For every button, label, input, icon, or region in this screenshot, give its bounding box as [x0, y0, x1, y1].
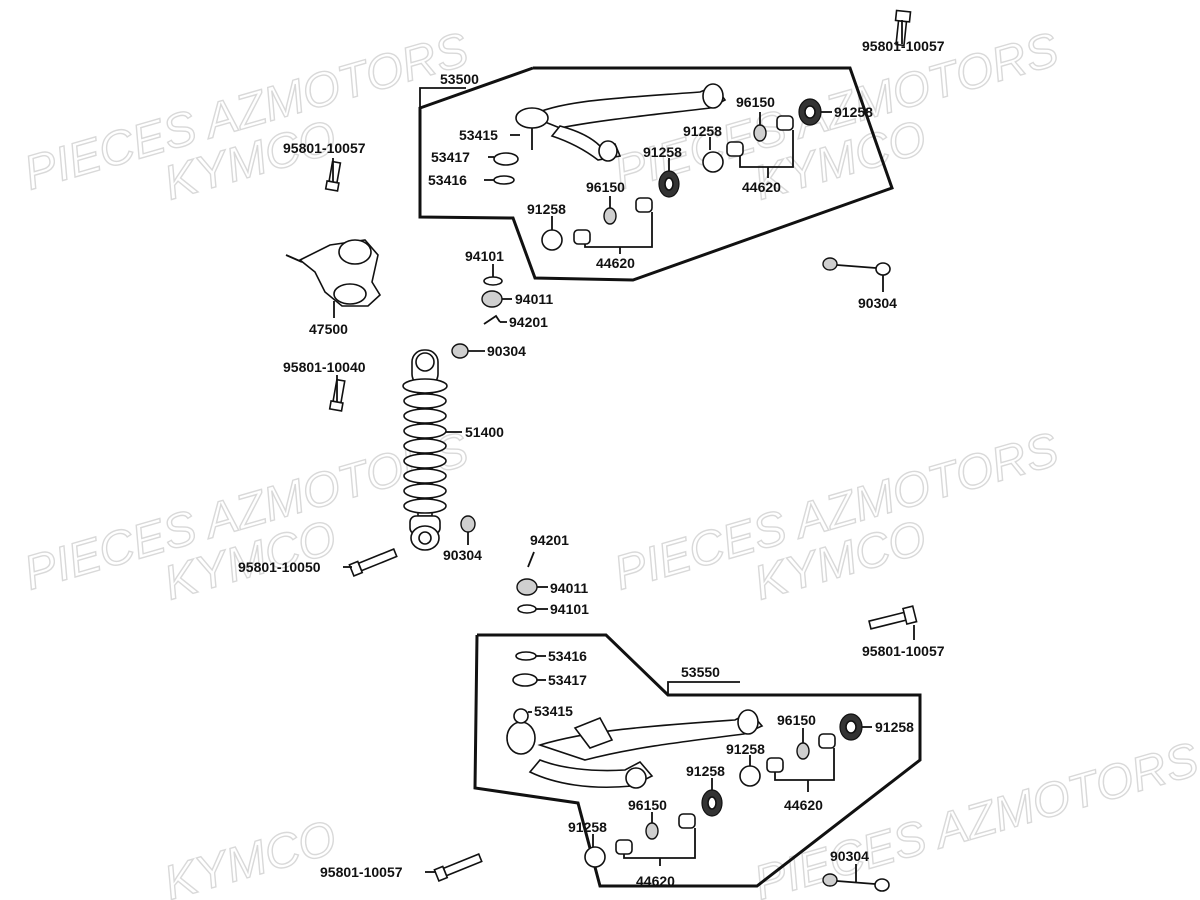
nut-icon	[875, 262, 891, 276]
label-94011: 94011	[550, 580, 588, 596]
castle-nut-icon	[516, 578, 538, 596]
label-91258: 91258	[527, 201, 566, 217]
label-51400: 51400	[465, 424, 504, 440]
washer-icon	[702, 151, 724, 173]
label-91258: 91258	[686, 763, 725, 779]
label-91258: 91258	[568, 819, 607, 835]
leader-line	[836, 880, 876, 885]
label-91258: 91258	[683, 123, 722, 139]
leader-line	[836, 264, 877, 269]
lower-arm-icon	[506, 708, 764, 789]
bushing-icon	[573, 229, 591, 245]
cotter-pin-icon	[483, 314, 501, 325]
washer-icon	[739, 765, 761, 787]
label-94201: 94201	[509, 314, 548, 330]
label-94011: 94011	[515, 291, 553, 307]
label-47500: 47500	[309, 321, 348, 337]
bushing-icon	[678, 813, 696, 829]
label-53416: 53416	[548, 648, 587, 664]
circlip-icon	[512, 673, 538, 687]
bolt-icon	[328, 378, 346, 412]
label-96150: 96150	[628, 797, 667, 813]
castle-nut-icon	[481, 290, 503, 308]
label-96150: 96150	[777, 712, 816, 728]
bushing-icon	[726, 141, 744, 157]
leader-line	[623, 828, 696, 859]
washer-icon	[584, 846, 606, 868]
bushing-icon	[776, 115, 794, 131]
label-91258: 91258	[834, 104, 873, 120]
label-44620: 44620	[784, 797, 823, 813]
label-53415: 53415	[459, 127, 498, 143]
ring-icon	[493, 175, 515, 185]
bolt-icon	[348, 548, 398, 577]
label-53415: 53415	[534, 703, 573, 719]
bearing-icon	[645, 822, 659, 840]
label-53417: 53417	[431, 149, 470, 165]
nut-icon	[874, 878, 890, 892]
label-96150: 96150	[736, 94, 775, 110]
bearing-icon	[603, 207, 617, 225]
label-44620: 44620	[636, 873, 675, 889]
label-91258: 91258	[643, 144, 682, 160]
watermark-text: PIECES AZMOTORS	[748, 733, 1200, 900]
leader-line	[774, 748, 835, 781]
bushing-icon	[766, 757, 784, 773]
label-95801-10040: 95801-10040	[283, 359, 366, 375]
label-94201: 94201	[530, 532, 569, 548]
upper-arm-icon	[515, 83, 727, 162]
bushing-icon	[635, 197, 653, 213]
label-91258: 91258	[875, 719, 914, 735]
label-94101: 94101	[550, 601, 589, 617]
leader-line	[739, 130, 794, 168]
washer-icon	[483, 276, 503, 286]
label-91258: 91258	[726, 741, 765, 757]
bearing-icon	[753, 124, 767, 142]
label-90304: 90304	[858, 295, 897, 311]
knuckle-icon	[285, 239, 382, 307]
upper-arm-group-frame	[418, 66, 894, 282]
label-90304: 90304	[830, 848, 869, 864]
nut-icon	[822, 257, 838, 271]
cotter-pin-icon	[527, 551, 535, 568]
label-90304: 90304	[487, 343, 526, 359]
label-95801-10050: 95801-10050	[238, 559, 321, 575]
label-90304: 90304	[443, 547, 482, 563]
label-95801-10057: 95801-10057	[320, 864, 403, 880]
leader-line	[667, 681, 740, 695]
nut-icon	[451, 343, 469, 359]
label-53500: 53500	[440, 71, 479, 87]
label-96150: 96150	[586, 179, 625, 195]
bolt-icon	[868, 605, 918, 630]
nut-icon	[460, 515, 476, 533]
watermark-text: KYMCO	[158, 811, 342, 900]
shock-absorber-icon	[402, 349, 448, 551]
label-53550: 53550	[681, 664, 720, 680]
label-95801-10057: 95801-10057	[862, 38, 945, 54]
leader-line	[419, 87, 466, 108]
leader-line	[584, 212, 653, 248]
label-53417: 53417	[548, 672, 587, 688]
label-44620: 44620	[742, 179, 781, 195]
label-95801-10057: 95801-10057	[283, 140, 366, 156]
label-94101: 94101	[465, 248, 504, 264]
label-44620: 44620	[596, 255, 635, 271]
washer-icon	[517, 604, 537, 614]
label-53416: 53416	[428, 172, 467, 188]
ring-icon	[515, 651, 537, 661]
bushing-icon	[615, 839, 633, 855]
bolt-icon	[433, 853, 483, 882]
bushing-icon	[818, 733, 836, 749]
nut-icon	[822, 873, 838, 887]
label-95801-10057: 95801-10057	[862, 643, 945, 659]
washer-icon	[541, 229, 563, 251]
circlip-icon	[493, 152, 519, 166]
bearing-icon	[796, 742, 810, 760]
lower-arm-group-frame	[473, 633, 922, 888]
